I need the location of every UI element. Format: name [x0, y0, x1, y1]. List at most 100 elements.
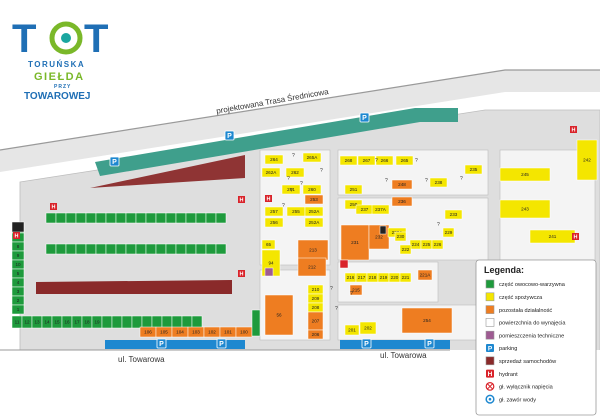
- stall-label: 235: [470, 167, 478, 172]
- stall-label: 231: [351, 240, 359, 245]
- stall-shape: [359, 321, 377, 335]
- legend-title: Legenda:: [484, 265, 524, 275]
- stall-label: 4: [17, 280, 20, 285]
- stall-label: 103: [192, 330, 200, 335]
- stall-shape: [264, 206, 284, 217]
- car-sale-area-top: [90, 155, 245, 188]
- parking-strip-left: [105, 340, 245, 349]
- stall-label: 252A: [309, 220, 321, 225]
- stall-shape: [181, 315, 193, 329]
- stall-fruit: [115, 212, 127, 224]
- stall-fruit: [85, 243, 97, 255]
- stall-fruit: 12: [21, 315, 33, 329]
- stall-label: 224: [412, 242, 420, 247]
- switch-icon-cross: [487, 383, 493, 390]
- hydrant-icon: [50, 203, 57, 210]
- stall-label: 266: [381, 158, 389, 163]
- stall-grocery: 65: [261, 239, 276, 250]
- stall-shape: [344, 199, 363, 210]
- stall-label: 264: [270, 157, 278, 162]
- stall-grocery: 252A: [304, 206, 324, 217]
- stall-fruit: [75, 243, 87, 255]
- stall-shape: [165, 243, 177, 255]
- stall-grocery: 262: [285, 167, 305, 178]
- stall-label: 106: [144, 330, 152, 335]
- stall-fruit: [145, 243, 157, 255]
- legend-label: parking: [499, 346, 517, 352]
- stall-fruit: [101, 315, 113, 329]
- stall-shape: [375, 155, 394, 166]
- stall-shape: [215, 212, 227, 224]
- stall-shape: [399, 244, 412, 255]
- stall-shape: [125, 243, 137, 255]
- parking-marker[interactable]: P: [216, 338, 227, 349]
- stall-label: 216: [347, 275, 355, 280]
- stall-fruit: [215, 212, 227, 224]
- stall-shape: [304, 217, 324, 228]
- stall-label: 233: [450, 212, 458, 217]
- stall-shape: [95, 243, 107, 255]
- legend-label: gł. zawór wody: [499, 397, 536, 403]
- stall-hydrant-red: [339, 259, 349, 269]
- parking-letter: P: [112, 159, 117, 166]
- stall-fruit: [145, 212, 157, 224]
- parking-marker[interactable]: P: [156, 338, 167, 349]
- stall-other: 253: [304, 194, 324, 205]
- stall-fruit-col: 1: [11, 304, 25, 315]
- legend-item-rent: powierzchnia do wynajęcia: [485, 318, 566, 327]
- parking-letter: P: [362, 115, 367, 122]
- stall-shape: [307, 329, 324, 340]
- stall-fruit-col: 10: [11, 259, 25, 270]
- stall-shape: [11, 304, 25, 315]
- question-mark: ?: [282, 203, 285, 209]
- stall-fruit-col: 4: [11, 277, 25, 288]
- question-mark: ?: [460, 176, 463, 182]
- parking-icon: [486, 344, 494, 352]
- stall-fruit: [115, 243, 127, 255]
- stall-label: 257: [270, 209, 278, 214]
- stall-shape: [95, 212, 107, 224]
- parking-marker[interactable]: P: [109, 156, 120, 167]
- stall-label: 237: [361, 207, 369, 212]
- logo-line4: TOWAROWEJ: [24, 91, 90, 102]
- stall-label: 100: [240, 330, 248, 335]
- parking-marker[interactable]: P: [361, 338, 372, 349]
- hydrant-icon: [486, 369, 494, 378]
- stall-fruit: 13: [31, 315, 43, 329]
- stall-grocery: 252A: [304, 217, 324, 228]
- stall-grocery: 219: [377, 272, 390, 283]
- stall-grocery: 255: [286, 206, 306, 217]
- stall-label: 217: [358, 275, 366, 280]
- stall-other: 213: [297, 239, 329, 261]
- stall-shape: [391, 179, 413, 190]
- question-mark: ?: [335, 306, 338, 312]
- stall-label: 225: [423, 242, 431, 247]
- parking-marker[interactable]: P: [424, 338, 435, 349]
- stall-label: 104: [176, 330, 184, 335]
- question-mark: ?: [330, 286, 333, 292]
- stall-label: 253: [310, 197, 318, 202]
- stall-shape: [145, 243, 157, 255]
- hydrant-icon: [265, 195, 272, 202]
- stall-shape: [215, 243, 227, 255]
- stall-grocery: 237: [355, 204, 374, 215]
- stall-fruit: [155, 212, 167, 224]
- stall-label: 11: [15, 320, 20, 325]
- legend-label: powierzchnia do wynajęcia: [499, 321, 566, 327]
- stall-fruit: [45, 212, 57, 224]
- parking-marker[interactable]: P: [359, 112, 370, 123]
- hydrant-letter: H: [572, 128, 576, 134]
- stall-grocery: 256: [264, 217, 284, 228]
- stall-fruit-col: 2: [11, 295, 25, 306]
- stall-grocery: 238: [429, 177, 448, 188]
- parking-marker[interactable]: P: [224, 130, 235, 141]
- stall-fruit: 16: [61, 315, 73, 329]
- stall-fruit: [171, 315, 183, 329]
- stall-layer: 6789105432111121314151617181910610510410…: [11, 139, 598, 340]
- stall-label: 215: [352, 288, 360, 293]
- stall-label: 9: [17, 253, 20, 258]
- stall-shape: [264, 217, 284, 228]
- stall-shape: [264, 294, 294, 336]
- legend-item-other: pozostała działalność: [485, 305, 552, 314]
